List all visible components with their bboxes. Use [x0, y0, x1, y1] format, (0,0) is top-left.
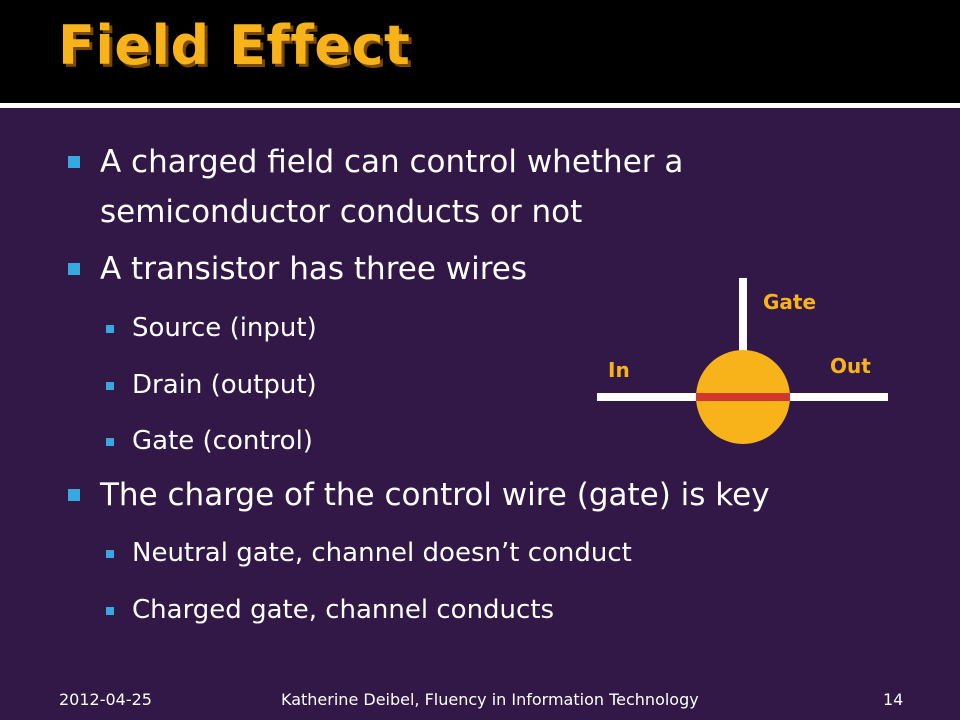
title-bar — [0, 0, 960, 103]
bullet-square-icon — [68, 263, 80, 275]
bullet-square-icon — [68, 489, 80, 501]
sub-bullet-text: Gate (control) — [132, 426, 313, 456]
sub-bullet-square-icon — [106, 550, 114, 558]
bullet-text: A transistor has three wires — [100, 251, 528, 287]
bullet-text: The charge of the control wire (gate) is… — [100, 477, 770, 513]
out-label: Out — [830, 354, 871, 378]
sub-bullet-text: Source (input) — [132, 313, 317, 343]
bullet-text: A charged field can control whether a — [100, 144, 684, 180]
footer-credit: Katherine Deibel, Fluency in Information… — [281, 690, 699, 709]
bullet-square-icon — [68, 156, 80, 168]
sub-bullet-square-icon — [106, 382, 114, 390]
transistor-diagram: Gate In Out — [590, 276, 900, 456]
sub-bullet-text: Drain (output) — [132, 370, 317, 400]
sub-bullet-text: Charged gate, channel conducts — [132, 595, 555, 625]
in-label: In — [608, 358, 630, 382]
gate-label: Gate — [763, 290, 817, 314]
bullet-text: semiconductor conducts or not — [100, 194, 583, 230]
title-divider — [0, 103, 960, 108]
page-number: 14 — [883, 690, 904, 709]
footer-date: 2012-04-25 — [59, 690, 152, 709]
transistor-drawing — [597, 278, 888, 444]
sub-bullet-square-icon — [106, 607, 114, 615]
sub-bullet-square-icon — [106, 325, 114, 333]
slide-title: Field Effect — [58, 14, 411, 77]
sub-bullet-text: Neutral gate, channel doesn’t conduct — [132, 538, 632, 568]
sub-bullet-square-icon — [106, 438, 114, 446]
